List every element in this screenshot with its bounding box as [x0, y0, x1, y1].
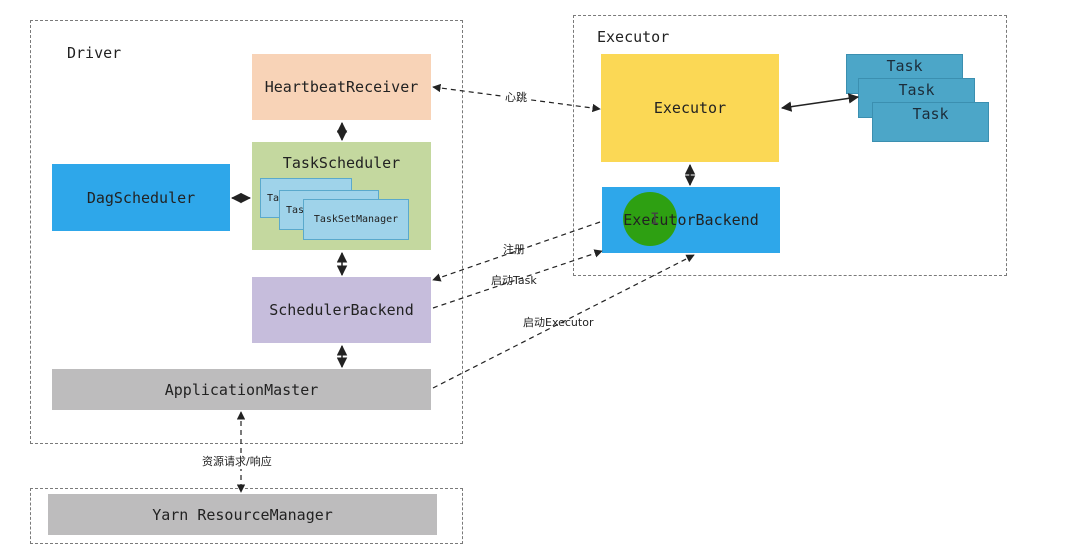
task-card[interactable]: Task: [872, 102, 989, 142]
driver-region-title: Driver: [67, 44, 122, 62]
arrow-executor-tasks: [780, 93, 860, 112]
register-label: 注册: [503, 243, 525, 256]
heartbeat-label: 心跳: [503, 89, 529, 105]
task-set-manager-label: TaskSetManager: [313, 214, 399, 225]
executor-backend-label: ExecutorBackend: [623, 211, 759, 229]
executor-region: [573, 15, 1007, 276]
application-master-box[interactable]: ApplicationMaster: [52, 369, 431, 410]
task-label: Task: [898, 81, 935, 99]
arrow-launch-executor: [432, 254, 695, 389]
dag-scheduler-box[interactable]: DagScheduler: [52, 164, 230, 231]
driver-region: [30, 20, 463, 444]
yarn-region: [30, 488, 463, 544]
launch-executor-label: 启动Executor: [523, 316, 594, 329]
executor-region-title: Executor: [597, 28, 670, 46]
executor-backend-box[interactable]: ExecutorBackend I: [602, 187, 780, 253]
cursor-highlight: [623, 192, 677, 246]
launch-task-label: 启动Task: [491, 274, 537, 287]
resource-request-label: 资源请求/响应: [200, 453, 274, 469]
arrow-register: [432, 221, 601, 282]
yarn-resource-manager-box[interactable]: Yarn ResourceManager: [48, 494, 437, 535]
executor-box[interactable]: Executor: [601, 54, 779, 162]
arrow-launch-task: [432, 249, 603, 309]
scheduler-backend-box[interactable]: SchedulerBackend: [252, 277, 431, 343]
task-set-manager-card[interactable]: TaskSetManager: [303, 199, 409, 240]
task-label: Task: [886, 57, 923, 75]
heartbeat-receiver-box[interactable]: HeartbeatReceiver: [252, 54, 431, 120]
task-scheduler-label: TaskScheduler: [282, 154, 401, 172]
task-set-manager-label: Ta: [267, 192, 280, 204]
text-cursor-icon: I: [650, 209, 660, 228]
task-set-manager-label: Tas: [286, 204, 305, 216]
task-label: Task: [912, 105, 949, 123]
